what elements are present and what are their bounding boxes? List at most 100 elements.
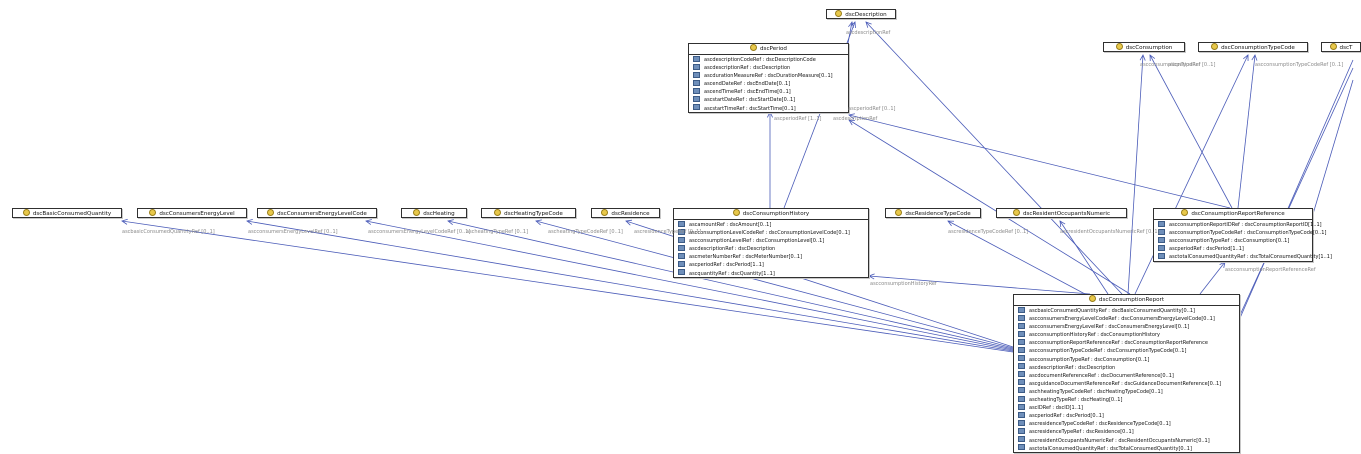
edge-report-heatingtype bbox=[535, 219, 1014, 349]
class-heatingtype[interactable]: dscHeatingTypeCode bbox=[481, 208, 576, 218]
attribute-row[interactable]: ascperiodRef : dscPeriod[1..1] bbox=[674, 260, 868, 269]
attribute-icon bbox=[1018, 444, 1025, 451]
class-name: dscConsumptionHistory bbox=[742, 211, 810, 217]
class-resnum[interactable]: dscResidentOccupantsNumeric bbox=[996, 208, 1127, 218]
class-energycode[interactable]: dscConsumersEnergyLevelCode bbox=[257, 208, 377, 218]
arrowhead bbox=[850, 21, 856, 29]
attribute-icon bbox=[1018, 379, 1025, 386]
attribute-row[interactable]: ascquantityRef : dscQuantity[1..1] bbox=[674, 269, 868, 278]
class-icon bbox=[1012, 209, 1020, 216]
class-energy[interactable]: dscConsumersEnergyLevel bbox=[137, 208, 247, 218]
attribute-row[interactable]: ascdescriptionCodeRef : dscDescriptionCo… bbox=[689, 55, 848, 64]
class-icon bbox=[494, 209, 502, 216]
attribute-icon bbox=[1018, 314, 1025, 321]
attribute-row[interactable]: ascperiodRef : dscPeriod[1..1] bbox=[1154, 244, 1312, 253]
class-name: dscConsumptionReportReference bbox=[1191, 211, 1285, 217]
edge-reportref-constype bbox=[1237, 54, 1258, 209]
attribute-row[interactable]: ascperiodRef : dscPeriod[0..1] bbox=[1014, 411, 1239, 420]
attribute-text: ascconsumersEnergyLevelCodeRef : dscCons… bbox=[1029, 316, 1215, 323]
attribute-text: ascguidanceDocumentReferenceRef : dscGui… bbox=[1029, 380, 1222, 387]
attribute-row[interactable]: ascconsumptionTypeCodeRef : dscConsumpti… bbox=[1014, 346, 1239, 355]
attribute-row[interactable]: ascconsumptionLevelCodeRef : dscConsumpt… bbox=[674, 228, 868, 237]
edge-label-residence: ascresidenceTypeRef [0..1] bbox=[634, 229, 702, 235]
attribute-row[interactable]: ascmeterNumberRef : dscMeterNumber[0..1] bbox=[674, 252, 868, 261]
attribute-text: ascmeterNumberRef : dscMeterNumber[0..1] bbox=[689, 254, 803, 261]
edge-report-heating bbox=[447, 219, 1014, 350]
attribute-row[interactable]: asctotalConsumedQuantityRef : dscTotalCo… bbox=[1154, 252, 1332, 261]
attribute-row[interactable]: aschheatingTypeCodeRef : dscHeatingTypeC… bbox=[1014, 387, 1239, 396]
class-heating[interactable]: dscHeating bbox=[401, 208, 467, 218]
class-restype[interactable]: dscResidenceTypeCode bbox=[885, 208, 981, 218]
class-name: dscConsumersEnergyLevelCode bbox=[277, 211, 367, 217]
class-dsct[interactable]: dscT bbox=[1321, 42, 1361, 52]
class-residence[interactable]: dscResidence bbox=[591, 208, 660, 218]
attribute-row[interactable]: ascdurationMeasureRef : dscDurationMeasu… bbox=[689, 71, 848, 80]
attribute-row[interactable]: ascconsumptionLevelRef : dscConsumptionL… bbox=[674, 236, 868, 245]
attribute-row[interactable]: ascbasicConsumedQuantityRef : dscBasicCo… bbox=[1014, 306, 1239, 315]
attribute-row[interactable]: ascconsumptionHistoryRef : dscConsumptio… bbox=[1014, 330, 1239, 339]
attribute-icon bbox=[1158, 236, 1165, 243]
attribute-row[interactable]: ascconsumptionTypeRef : dscConsumption[0… bbox=[1154, 236, 1312, 245]
attribute-row[interactable]: ascstartTimeRef : dscStartTime[0..1] bbox=[689, 104, 848, 113]
attribute-row[interactable]: ascheatingTypeRef : dscHeating[0..1] bbox=[1014, 395, 1239, 404]
attribute-list: ascdescriptionCodeRef : dscDescriptionCo… bbox=[689, 55, 848, 114]
attribute-row[interactable]: ascconsumptionTypeRef : dscConsumption[0… bbox=[1014, 355, 1239, 364]
attribute-row[interactable]: ascguidanceDocumentReferenceRef : dscGui… bbox=[1014, 379, 1239, 388]
attribute-row[interactable]: ascresidenceTypeCodeRef : dscResidenceTy… bbox=[1014, 419, 1239, 428]
attribute-text: ascconsumptionTypeRef : dscConsumption[0… bbox=[1029, 356, 1150, 363]
class-basic[interactable]: dscBasicConsumedQuantity bbox=[12, 208, 122, 218]
attribute-icon bbox=[678, 244, 685, 251]
class-cons[interactable]: dscConsumption bbox=[1103, 42, 1185, 52]
class-desc[interactable]: dscDescription bbox=[826, 9, 896, 19]
class-icon bbox=[1211, 43, 1219, 50]
attribute-icon bbox=[1158, 252, 1165, 259]
attribute-row[interactable]: ascstartDateRef : dscStartDate[0..1] bbox=[689, 95, 848, 104]
attribute-row[interactable]: ascdescriptionRef : dscDescription bbox=[1014, 363, 1239, 372]
attribute-row[interactable]: ascconsumersEnergyLevelRef : dscConsumer… bbox=[1014, 322, 1239, 331]
attribute-row[interactable]: ascamountRef : dscAmount[0..1] bbox=[674, 220, 868, 229]
attribute-icon bbox=[1018, 363, 1025, 370]
arrowhead bbox=[246, 218, 253, 225]
edge-report-basic bbox=[121, 218, 1014, 353]
edge-report-period bbox=[848, 119, 1131, 295]
edge-report-dsct-1-line bbox=[1239, 59, 1354, 319]
class-name: dscConsumptionTypeCode bbox=[1221, 45, 1295, 51]
attribute-row[interactable]: asctotalConsumedQuantityRef : dscTotalCo… bbox=[1014, 444, 1239, 453]
attribute-row[interactable]: ascdocumentReferenceRef : dscDocumentRef… bbox=[1014, 371, 1239, 380]
edge-report-energycode bbox=[365, 219, 1014, 351]
arrowhead bbox=[1139, 54, 1146, 61]
edge-label-reportref: ascconsumptionReportReferenceRef bbox=[1225, 267, 1316, 273]
class-constype[interactable]: dscConsumptionTypeCode bbox=[1198, 42, 1308, 52]
attribute-icon bbox=[1018, 419, 1025, 426]
arrowhead bbox=[868, 273, 875, 280]
attribute-icon bbox=[1018, 395, 1025, 402]
attribute-row[interactable]: ascconsumptionTypeCodeRef : dscConsumpti… bbox=[1154, 228, 1326, 237]
edge-reportref-cons-line bbox=[1149, 54, 1233, 209]
attribute-row[interactable]: ascdescriptionRef : dscDescription bbox=[689, 63, 848, 72]
edge-label-basic: ascbasicConsumedQuantityRef [0..1] bbox=[122, 229, 215, 235]
attribute-row[interactable]: ascendTimeRef : dscEndTime[0..1] bbox=[689, 87, 848, 96]
attribute-icon bbox=[693, 95, 700, 102]
attribute-row[interactable]: ascconsumersEnergyLevelCodeRef : dscCons… bbox=[1014, 314, 1239, 323]
attribute-row[interactable]: ascendDateRef : dscEndDate[0..1] bbox=[689, 79, 848, 88]
edge-report-heating-line bbox=[447, 220, 1014, 350]
attribute-icon bbox=[1018, 322, 1025, 329]
attribute-text: aschheatingTypeCodeRef : dscHeatingTypeC… bbox=[1029, 388, 1163, 395]
edge-label-period-hist: ascperiodRef [1..1] bbox=[774, 116, 822, 122]
attribute-text: ascstartDateRef : dscStartDate[0..1] bbox=[704, 97, 796, 104]
attribute-row[interactable]: ascdescriptionRef : dscDescription bbox=[674, 244, 868, 253]
attribute-row[interactable]: ascresidenceTypeRef : dscResidence[0..1] bbox=[1014, 427, 1239, 436]
attribute-text: asctotalConsumedQuantityRef : dscTotalCo… bbox=[1029, 445, 1192, 452]
attribute-row[interactable]: ascIDRef : dscID[1..1] bbox=[1014, 403, 1239, 412]
attribute-row[interactable]: ascconsumptionReportReferenceRef : dscCo… bbox=[1014, 338, 1239, 347]
attribute-row[interactable]: ascresidentOccupantsNumericRef : dscResi… bbox=[1014, 436, 1239, 445]
class-header: dscHeatingTypeCode bbox=[482, 209, 575, 219]
attribute-text: ascendTimeRef : dscEndTime[0..1] bbox=[704, 89, 791, 96]
edge-report-energycode-line bbox=[365, 220, 1014, 351]
class-reportref[interactable]: dscConsumptionReportReference ascconsumpt… bbox=[1153, 208, 1332, 262]
attribute-row[interactable]: ascconsumptionReportIDRef : dscConsumpti… bbox=[1154, 220, 1322, 229]
edge-period-desc-line bbox=[847, 21, 853, 44]
class-history[interactable]: dscConsumptionHistory ascamountRef : dscA… bbox=[673, 208, 869, 278]
